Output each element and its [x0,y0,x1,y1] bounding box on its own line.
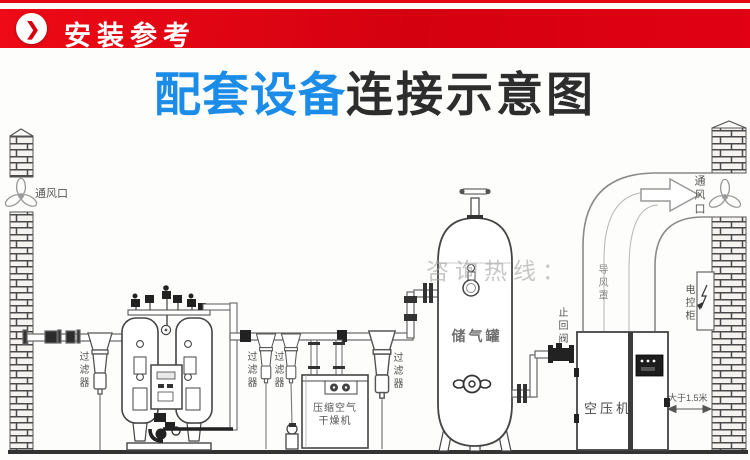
filter-4 [368,330,396,449]
label-air-tank: 储气罐 [451,328,503,344]
dryer-piping [163,302,238,431]
label-vent-left: 通风口 [35,188,68,200]
tank-inlet-pipe [404,283,441,339]
left-wall [9,128,34,453]
auto-drain [285,423,299,450]
label-air-hood: 导风罩 [596,264,607,303]
label-check-valve: 止回阀 [556,307,567,346]
air-hood-duct [582,172,712,331]
air-tank [437,188,513,452]
section-banner: ❯ 安装参考 [0,9,750,51]
chevron-right-icon: ❯ [24,18,41,39]
label-filter-2: 过滤器 [245,351,256,390]
label-dryer-line2: 干燥机 [318,415,352,427]
banner-badge: ❯ [16,13,47,44]
page-title-rest: 连接示意图 [346,68,596,121]
watermark-hotline: 咨询热线： [426,258,571,284]
label-refrigerated-dryer: 压缩空气 干燥机 [302,403,368,428]
section-banner-title: 安装参考 [64,21,196,51]
label-electric-cabinet: 电控柜 [683,284,694,323]
label-filter-4: 过滤器 [391,352,402,391]
label-distance: 大于1.5米 [668,393,708,403]
top-red-strip [0,0,750,3]
refrigerated-dryer-box [301,374,369,449]
outlet-pipe [22,329,125,345]
air-compressor [574,331,670,451]
page-title-highlight: 配套设备 [154,68,346,121]
floor-line [8,450,748,454]
main-air-line [229,330,414,376]
filter-2 [255,333,277,449]
label-filter-1: 过滤器 [77,351,88,390]
right-wall [711,120,747,453]
distance-arrow [666,404,713,414]
right-vent-fan-icon [706,178,744,211]
label-filter-3: 过滤器 [272,351,283,390]
electric-cabinet [696,271,715,331]
filter-3 [280,333,302,425]
twin-tower-dryer [121,285,213,451]
check-valve-pipe [511,343,574,403]
label-dryer-line1: 压缩空气 [313,403,357,414]
label-vent-right: 通风口 [693,175,705,217]
airflow-arrow-icon [640,177,701,213]
filter-1 [87,332,113,450]
left-vent-fan-icon [2,177,40,210]
label-compressor: 空压机 [584,401,633,416]
page-title: 配套设备连接示意图 [0,56,750,125]
